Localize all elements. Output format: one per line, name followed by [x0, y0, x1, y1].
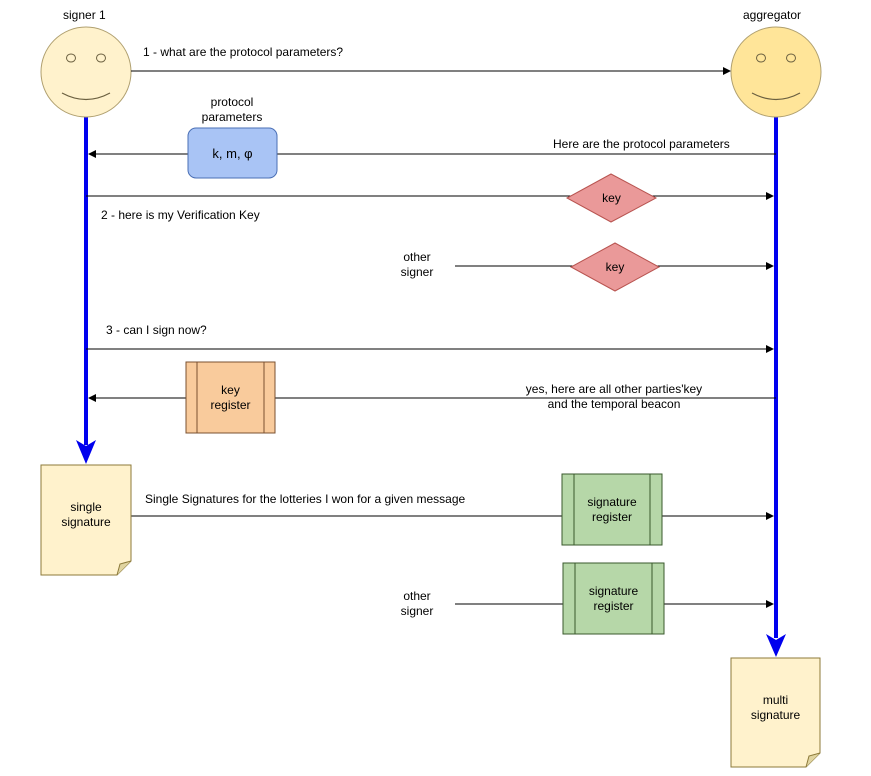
signature-register-1-label: signature register: [587, 494, 637, 524]
signature-register-2-label: signature register: [588, 583, 639, 613]
message-register-label: yes, here are all other parties'key and …: [525, 382, 703, 411]
other-signer-label-1: other signer: [400, 250, 434, 279]
other-signer-label-2: other signer: [400, 589, 434, 618]
message-3-label: 3 - can I sign now?: [106, 323, 207, 337]
key-diamond-2-label: key: [605, 259, 625, 274]
key-diamond-other: [569, 242, 661, 292]
protocol-params-values: k, m, φ: [212, 145, 253, 161]
message-params-label: Here are the protocol parameters: [553, 137, 730, 151]
signature-register-box-2: [562, 562, 665, 635]
message-2-label: 2 - here is my Verification Key: [101, 208, 260, 222]
message-1-label: 1 - what are the protocol parameters?: [143, 45, 344, 59]
aggregator-label: aggregator: [743, 8, 802, 22]
key-register-box: [185, 361, 276, 434]
key-diamond-signer: [565, 173, 658, 223]
single-signature-note: [40, 464, 132, 576]
protocol-params-caption: protocol parameters: [201, 95, 263, 124]
signer-lifeline-arrowhead: [76, 440, 96, 464]
multi-signature-note: [730, 657, 821, 768]
signer-label: signer 1: [63, 8, 106, 22]
multi-signature-label: multi signature: [750, 693, 801, 722]
key-register-label: key register: [210, 382, 251, 412]
protocol-params-box: [187, 127, 278, 179]
aggregator-lifeline-arrowhead: [766, 634, 786, 657]
message-single-signatures-label: Single Signatures for the lotteries I wo…: [145, 492, 466, 506]
signer-smiley-icon: [40, 26, 132, 118]
key-diamond-1-label: key: [602, 190, 621, 205]
signature-register-box-1: [561, 473, 663, 546]
single-signature-label: single signature: [61, 500, 111, 529]
aggregator-smiley-icon: [730, 26, 822, 118]
